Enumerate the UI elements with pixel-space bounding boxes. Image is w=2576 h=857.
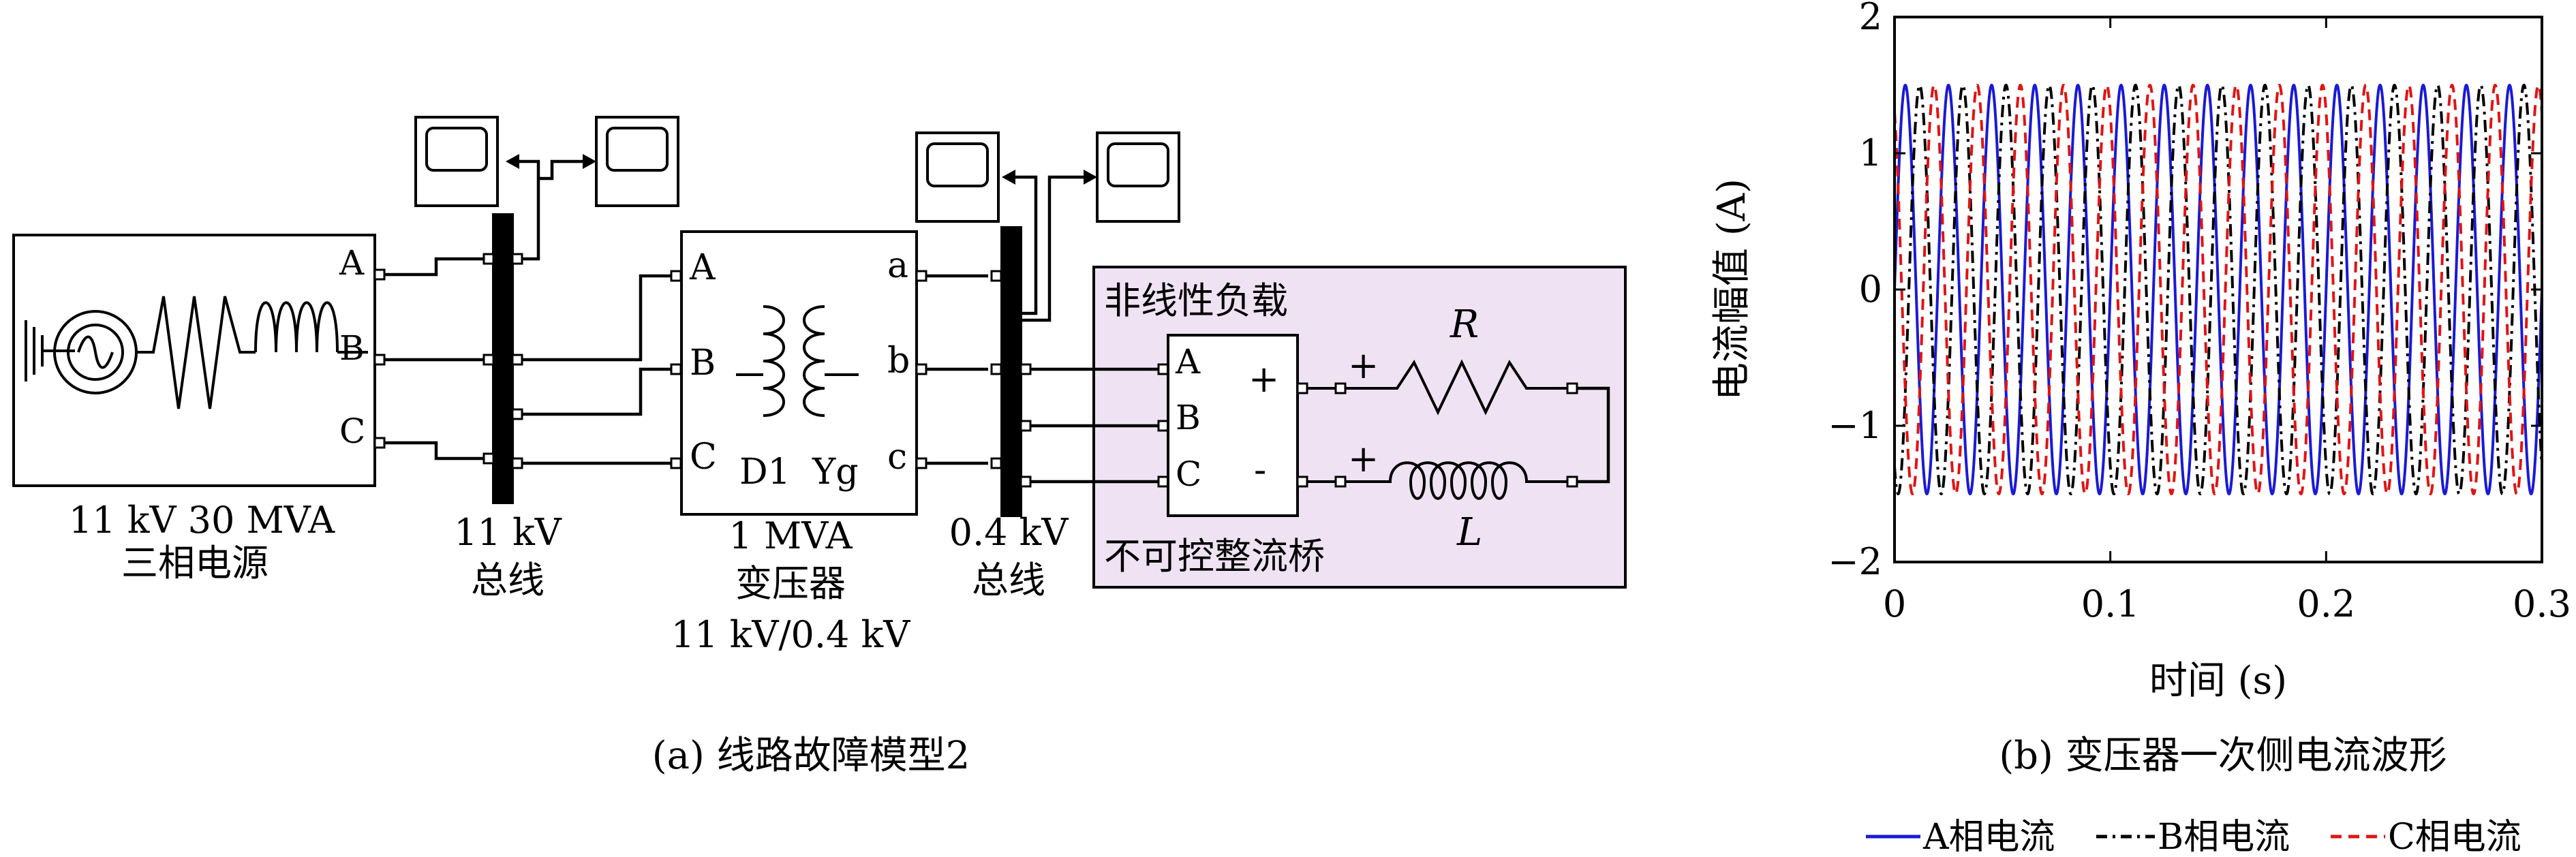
legend-label-c: C相电流 (2388, 817, 2521, 857)
series-line-1 (1895, 83, 2542, 496)
series-line-3 (1895, 83, 2542, 496)
rectifier-input-a: A (1175, 342, 1201, 381)
x-tick-label: 0.1 (2081, 582, 2140, 625)
x-axis-label: 时间 (s) (2149, 659, 2287, 703)
bus1-name-label: 总线 (471, 559, 545, 602)
y-tick-label: 2 (1859, 0, 1882, 38)
x-tick-label: 0 (1883, 582, 1906, 625)
transformer-rating-label: 1 MVA (729, 514, 853, 557)
inductor-terminal-plus: + (1348, 437, 1379, 480)
transformer-lv-c: c (887, 437, 907, 478)
y-tick-label: −1 (1828, 404, 1882, 447)
nonlinear-load: 非线性负载 A B C + - + + R L (1030, 266, 1627, 589)
scope-bus2-left (915, 131, 1000, 223)
x-tick-label: 0.2 (2297, 582, 2355, 625)
y-tick-label: 1 (1859, 131, 1882, 174)
rectifier-plus: + (1248, 358, 1279, 401)
transformer-name-label: 变压器 (735, 562, 846, 605)
resistor-terminal-plus: + (1348, 344, 1379, 387)
three-phase-source: A B C 11 kV 30 MVA 三相电源 (12, 234, 386, 585)
rectifier-label: 不可控整流桥 (1104, 535, 1325, 578)
source-phase-a: A (339, 243, 365, 283)
x-tick-label: 0.3 (2513, 582, 2571, 625)
series-line-2 (1895, 83, 2542, 496)
bus1: 11 kV 总线 (454, 213, 562, 602)
transformer-hv-a: A (689, 247, 716, 288)
legend-label-a: A相电流 (1922, 817, 2055, 857)
scope-bus2-right (1096, 131, 1180, 223)
circuit-diagram: A B C 11 kV 30 MVA 三相电源 11 kV 总线 (12, 116, 1627, 778)
transformer-lv-b: b (887, 341, 910, 381)
resistor-label: R (1450, 302, 1479, 347)
legend-label-b: B相电流 (2158, 817, 2290, 857)
scope-bus1-left (414, 116, 499, 207)
circuit-caption: (a) 线路故障模型2 (652, 734, 970, 778)
bus1-voltage-label: 11 kV (454, 511, 562, 554)
transformer-lv-a: a (887, 245, 908, 286)
bus2: 0.4 kV 总线 (949, 226, 1069, 602)
transformer-hv-winding: D1 (739, 452, 791, 493)
transformer-lv-winding: Yg (812, 452, 859, 493)
transformer-ratio-label: 11 kV/0.4 kV (671, 613, 911, 656)
source-rating-label: 11 kV 30 MVA (69, 499, 335, 542)
rectifier-input-b: B (1176, 398, 1201, 437)
inductor-label: L (1456, 510, 1482, 555)
bus2-voltage-label: 0.4 kV (949, 511, 1069, 554)
load-title: 非线性负载 (1104, 279, 1288, 322)
y-tick-label: −2 (1828, 540, 1882, 583)
source-name-label: 三相电源 (121, 542, 269, 585)
plot-caption: (b) 变压器一次侧电流波形 (1999, 734, 2447, 778)
legend: A相电流 B相电流 C相电流 (1866, 817, 2521, 857)
transformer-hv-c: C (690, 437, 717, 478)
scope-bus1-right (595, 116, 679, 207)
transformer-hv-b: B (690, 343, 716, 384)
source-phase-b: B (339, 328, 365, 368)
bus2-name-label: 总线 (972, 559, 1045, 602)
transformer: A B C a b c D1 Yg 1 MVA 变压器 11 kV/0.4 kV (670, 230, 927, 656)
y-tick-label: 0 (1859, 268, 1882, 311)
y-axis-label: 电流幅值 (A) (1710, 178, 1754, 401)
rectifier-input-c: C (1176, 454, 1201, 494)
source-phase-c: C (339, 411, 365, 451)
rectifier-minus: - (1254, 448, 1266, 491)
